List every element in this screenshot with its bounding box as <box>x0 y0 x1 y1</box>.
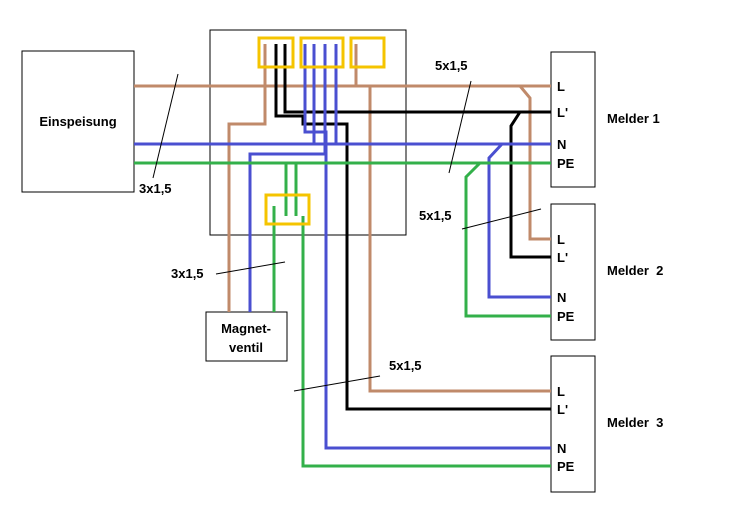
cable-note-line-detector1 <box>448 80 472 174</box>
detector2-N-wire <box>487 142 551 299</box>
cable-label-detector2: 5x1,5 <box>419 208 452 223</box>
detector-2-box <box>550 203 596 341</box>
detector2-terminal-PE: PE <box>557 309 575 324</box>
terminal-block-1 <box>257 36 295 69</box>
valve-L-wire <box>227 44 267 312</box>
detector3-terminal-N: N <box>557 441 566 456</box>
detector2-PE-wire <box>464 161 551 318</box>
terminal-block-4 <box>264 193 311 226</box>
detector1-terminal-N: N <box>557 137 566 152</box>
detector1-name: Melder 1 <box>607 111 660 126</box>
green-wires <box>134 161 551 468</box>
detector3-N-wire <box>303 44 551 450</box>
detector1-terminal-L: L <box>557 79 565 94</box>
cable-note-line-detector3 <box>293 375 381 392</box>
feed-label: Einspeisung <box>39 114 116 129</box>
cable-label-valve: 3x1,5 <box>171 266 204 281</box>
detector2-Lswitched-wire <box>509 111 551 259</box>
brown-wires <box>134 44 551 393</box>
detector2-name: Melder 2 <box>607 263 663 278</box>
detector-3-box <box>550 355 596 493</box>
blue-wires <box>134 44 551 450</box>
detector1-terminal-PE: PE <box>557 156 575 171</box>
feed-box <box>21 50 135 193</box>
valve-label-line2: ventil <box>229 340 263 355</box>
detector3-terminal-Lswitched: L' <box>557 402 568 417</box>
detector2-terminal-N: N <box>557 290 566 305</box>
detector2-terminal-Lswitched: L' <box>557 250 568 265</box>
terminal-block-2 <box>299 36 345 69</box>
detector3-PE-wire <box>301 216 551 468</box>
detector3-terminal-PE: PE <box>557 459 575 474</box>
valve-box <box>205 311 288 362</box>
cable-label-feed: 3x1,5 <box>139 181 172 196</box>
detector1-L-to-2-wire <box>518 85 551 241</box>
cable-note-line-feed <box>152 73 179 179</box>
cable-label-detector1: 5x1,5 <box>435 58 468 73</box>
detector3-Lswitched-wire <box>274 44 551 411</box>
valve-N-wire <box>248 44 327 312</box>
detector3-terminal-L: L <box>557 384 565 399</box>
detector3-name: Melder 3 <box>607 415 663 430</box>
cable-note-line-valve <box>215 261 286 275</box>
valve-label-line1: Magnet- <box>221 321 271 336</box>
detector2-terminal-L: L <box>557 232 565 247</box>
terminal-block-3 <box>349 36 386 69</box>
detector1-terminal-Lswitched: L' <box>557 105 568 120</box>
cable-note-line-detector2 <box>461 208 542 230</box>
detector-1-box <box>550 51 596 188</box>
detector3-L-wire <box>354 44 551 393</box>
cable-label-detector3: 5x1,5 <box>389 358 422 373</box>
